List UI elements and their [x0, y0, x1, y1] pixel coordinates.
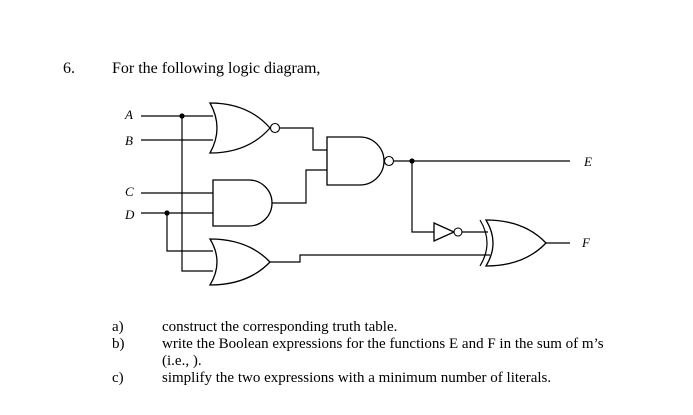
- wire-to-inverter: [411, 161, 434, 233]
- item-c: c) simplify the two expressions with a m…: [112, 370, 682, 387]
- or-gate-output: [484, 219, 547, 267]
- item-b: b) write the Boolean expressions for the…: [112, 336, 682, 353]
- output-label-f: F: [581, 235, 591, 250]
- input-label-a: A: [124, 107, 133, 122]
- and-gate: [212, 179, 273, 227]
- item-text: construct the corresponding truth table.: [162, 319, 398, 335]
- not-gate: [433, 221, 456, 243]
- item-text: (i.e., ).: [162, 353, 202, 369]
- wire-and-out: [272, 169, 327, 204]
- input-label-b: B: [125, 133, 133, 148]
- nand-output-bubble: [383, 155, 395, 167]
- item-b-continuation: (i.e., ).: [112, 353, 682, 370]
- junction-a: [179, 113, 185, 119]
- item-letter: b): [112, 336, 125, 352]
- wire-nor-out: [280, 127, 327, 151]
- input-label-d: D: [124, 207, 135, 222]
- or-gate-back-curve: [479, 219, 488, 267]
- nand-gate: [326, 136, 385, 186]
- output-label-e: E: [583, 154, 592, 169]
- question-number: 6.: [63, 60, 75, 77]
- or-gate-lower: [208, 238, 271, 286]
- question-items: a) construct the corresponding truth tab…: [112, 319, 682, 387]
- item-text: simplify the two expressions with a mini…: [162, 370, 552, 386]
- item-letter: c): [112, 370, 124, 386]
- not-output-bubble: [453, 227, 463, 237]
- nor-gate: [208, 102, 271, 154]
- item-text: write the Boolean expressions for the fu…: [162, 336, 604, 352]
- input-label-c: C: [125, 184, 134, 199]
- wire-a-branch: [181, 116, 213, 272]
- wire-d-branch: [166, 213, 213, 252]
- question-prompt: For the following logic diagram,: [112, 60, 321, 77]
- item-letter: a): [112, 319, 124, 335]
- nor-output-bubble: [269, 122, 281, 134]
- item-a: a) construct the corresponding truth tab…: [112, 319, 682, 336]
- wire-or-lower-out: [270, 254, 490, 263]
- junction-d: [164, 210, 170, 216]
